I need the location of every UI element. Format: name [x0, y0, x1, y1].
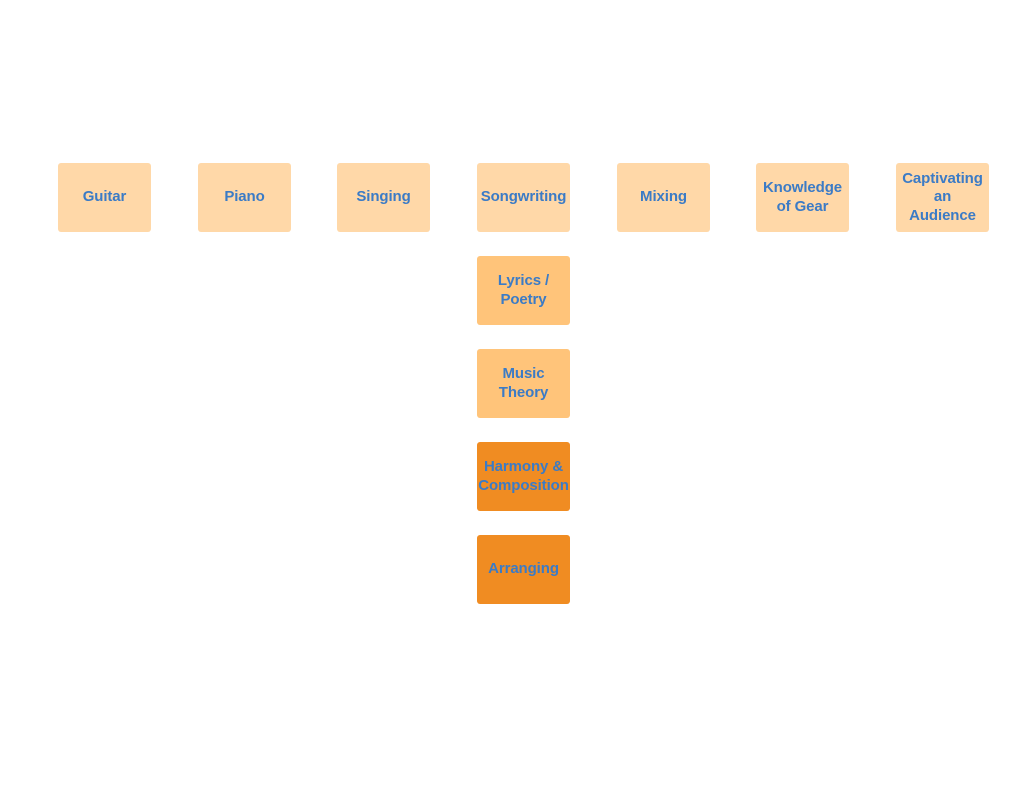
node-label: Captivating an Audience — [902, 169, 983, 224]
node-songwriting: Songwriting — [477, 163, 570, 232]
node-guitar: Guitar — [58, 163, 151, 232]
node-captivating-an-audience: Captivating an Audience — [896, 163, 989, 232]
node-label: Knowledge of Gear — [762, 179, 843, 215]
node-label: Piano — [224, 188, 265, 206]
node-arranging: Arranging — [477, 535, 570, 604]
node-label: Arranging — [488, 560, 559, 578]
node-label: Songwriting — [480, 188, 567, 206]
node-label: Harmony & Composition — [478, 458, 569, 494]
node-mixing: Mixing — [617, 163, 710, 232]
node-label: Mixing — [640, 188, 687, 206]
node-label: Singing — [356, 188, 411, 206]
node-label: Music Theory — [498, 365, 549, 401]
node-music-theory: Music Theory — [477, 349, 570, 418]
node-label: Lyrics / Poetry — [497, 272, 550, 308]
node-singing: Singing — [337, 163, 430, 232]
node-label: Guitar — [82, 188, 127, 206]
node-lyrics-poetry: Lyrics / Poetry — [477, 256, 570, 325]
node-harmony-composition: Harmony & Composition — [477, 442, 570, 511]
node-piano: Piano — [198, 163, 291, 232]
node-knowledge-of-gear: Knowledge of Gear — [756, 163, 849, 232]
